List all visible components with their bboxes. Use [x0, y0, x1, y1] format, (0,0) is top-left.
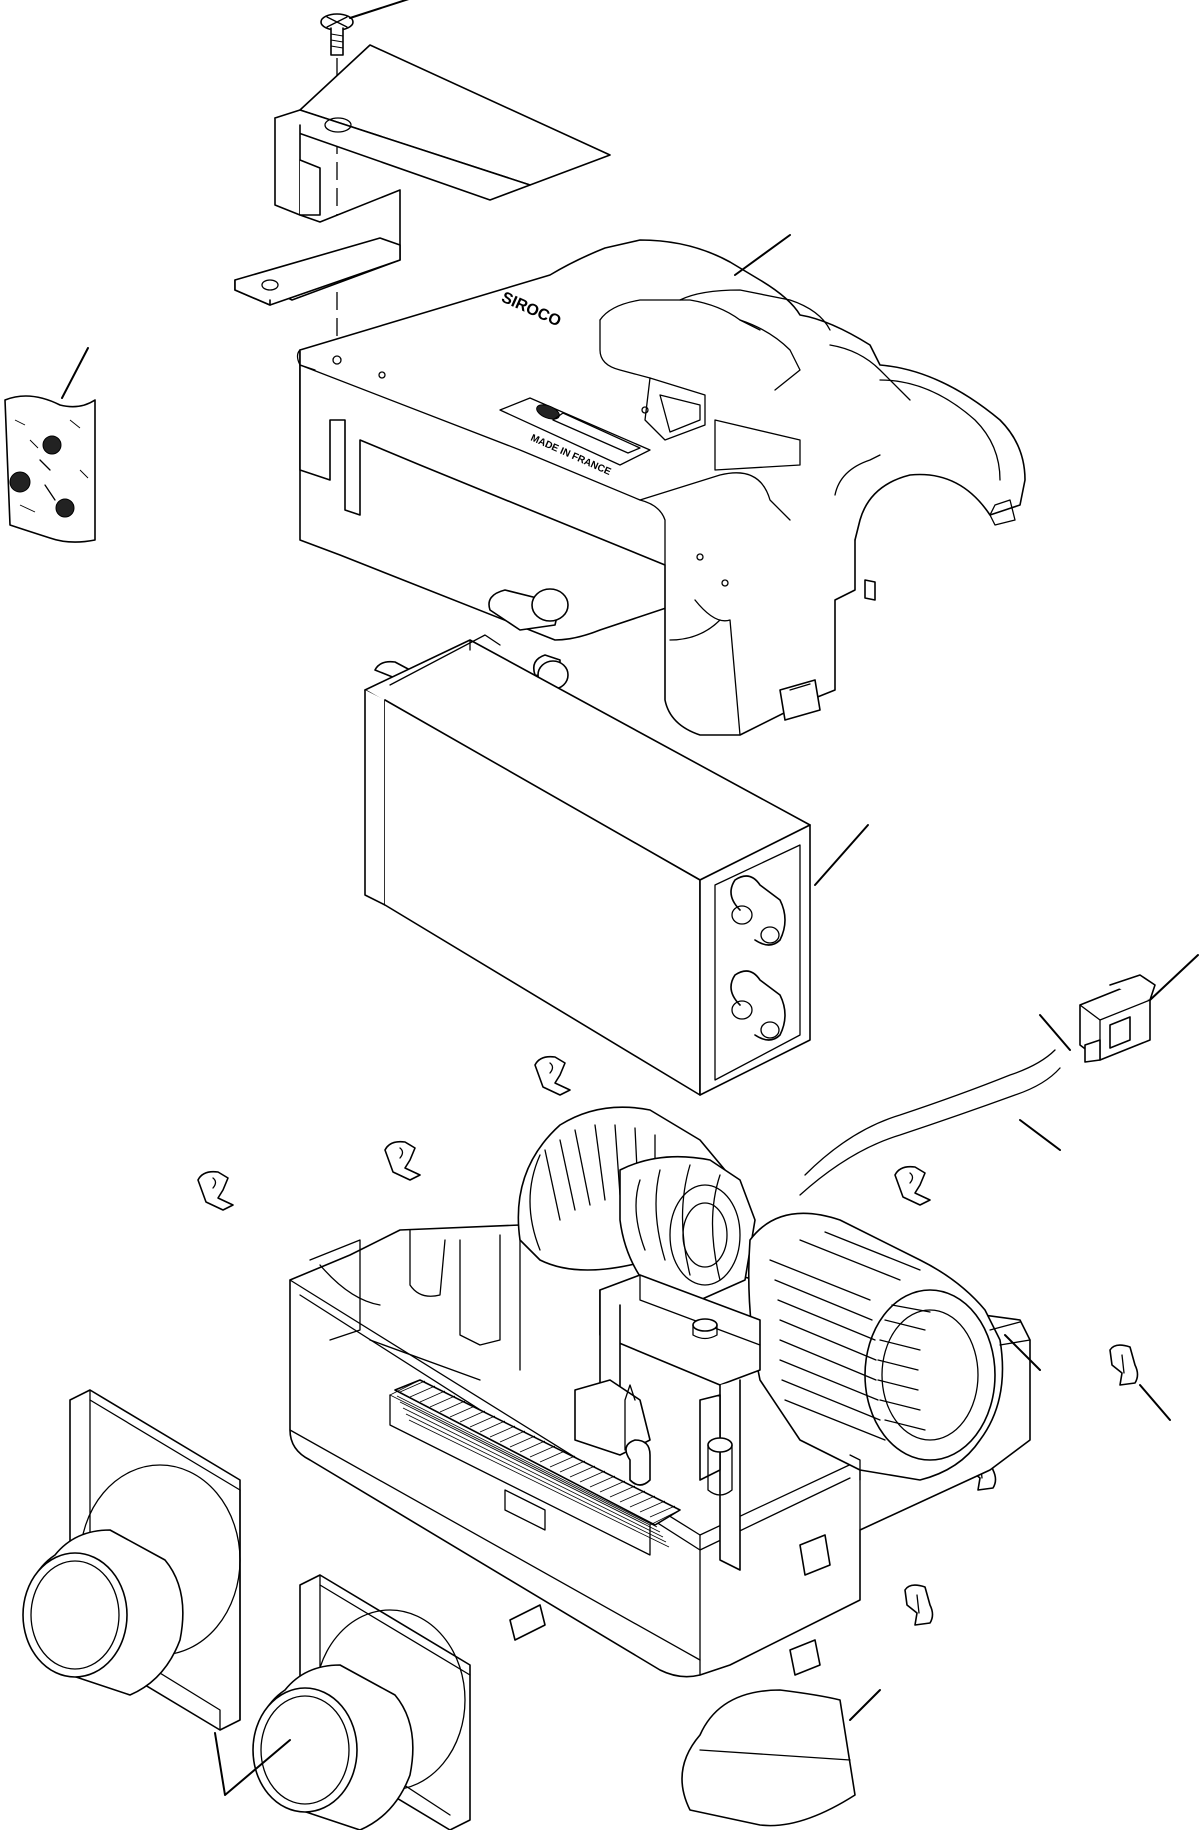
foam-pad: [681, 1689, 881, 1827]
mounting-bracket: [234, 44, 611, 306]
duct-outlet-right: [214, 1574, 471, 1830]
blower-lower-housing: [289, 1106, 1041, 1678]
duct-outlet-left: [22, 1389, 241, 1731]
top-housing-cover: SIROCO MADE IN FRANCE: [296, 234, 1026, 736]
filter-grille: [389, 1379, 681, 1556]
heat-exchanger-core: [364, 588, 869, 1096]
screw-bag: [4, 347, 96, 543]
wire-harness-connector: [799, 954, 1199, 1196]
top-screw: [320, 0, 410, 350]
